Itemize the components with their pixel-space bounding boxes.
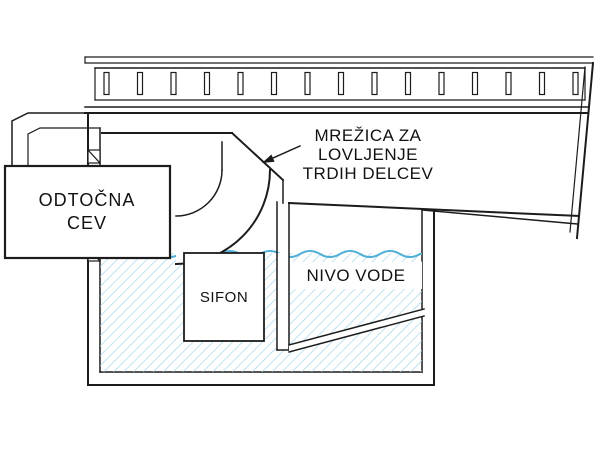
grate bbox=[84, 67, 590, 108]
mesh-basket bbox=[101, 131, 285, 204]
siphon-baffle bbox=[276, 201, 290, 351]
drain-pipe-box: ODTOČNA CEV bbox=[3, 164, 172, 260]
drain-pipe-label-line1: ODTOČNA bbox=[39, 189, 136, 210]
channel-body bbox=[11, 61, 595, 240]
siphon-label: SIFON bbox=[200, 289, 248, 306]
water-level-label-group: NIVO VODE bbox=[290, 262, 422, 289]
siphon-box: SIFON bbox=[183, 252, 265, 342]
mesh-label-line1: MREŽICA ZA bbox=[314, 126, 421, 145]
drain-pipe-label-line2: CEV bbox=[67, 213, 107, 233]
mesh-label-line2: LOVLJENJE bbox=[318, 145, 418, 164]
wall-anchor-top bbox=[87, 149, 101, 164]
leader-arrowhead bbox=[262, 154, 275, 163]
mesh-label-line3: TRDIH DELCEV bbox=[303, 164, 434, 183]
water-level-label: NIVO VODE bbox=[307, 266, 406, 285]
grate-top-frame bbox=[84, 56, 594, 64]
sloped-bottom-plate bbox=[288, 308, 425, 353]
mesh-label-group: MREŽICA ZA LOVLJENJE TRDIH DELCEV bbox=[262, 126, 434, 183]
